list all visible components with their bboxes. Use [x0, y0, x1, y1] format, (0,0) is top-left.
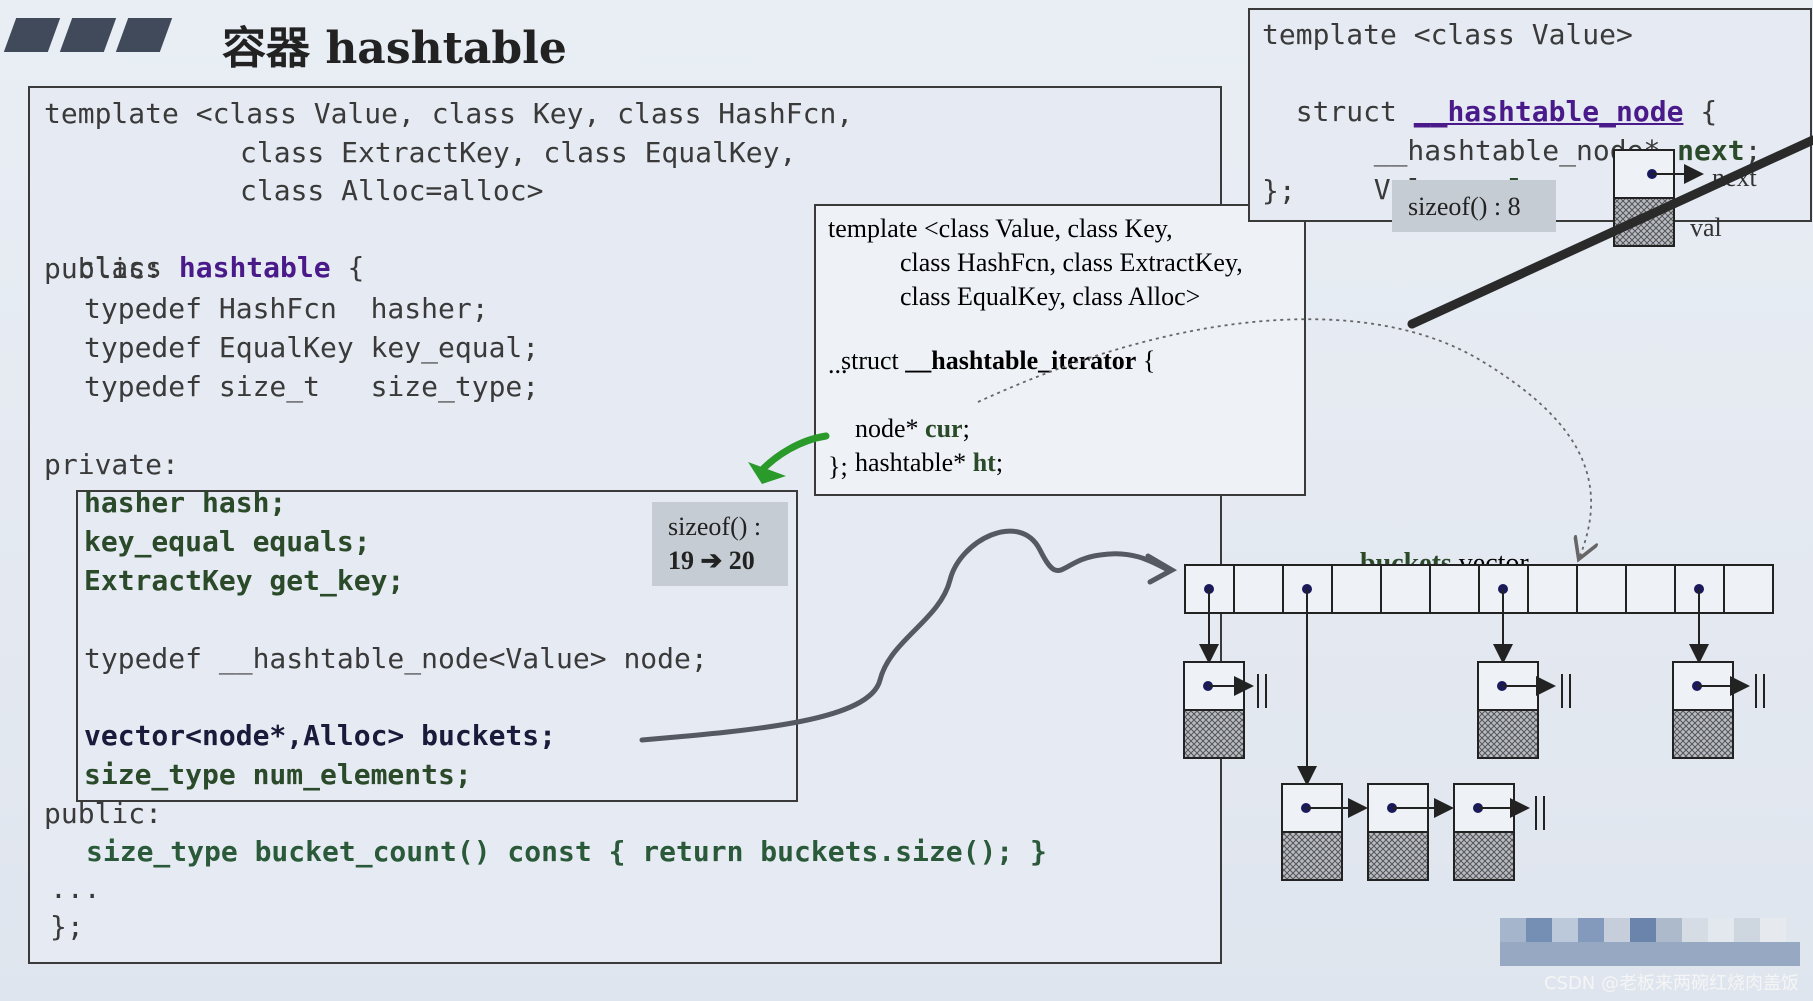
code-line: private: [44, 448, 179, 481]
code-line: public: [44, 252, 163, 285]
watermark-text: CSDN @老板来两碗红烧肉盖饭 [1543, 973, 1799, 994]
code-line: class ExtractKey, class EqualKey, [240, 136, 797, 169]
node [1453, 783, 1545, 881]
legend-val-label: val [1690, 213, 1722, 242]
sizeof-badge: sizeof() : 19 ➔ 20 [652, 502, 788, 586]
keyword: class [77, 251, 163, 284]
node-sizeof-label: sizeof() : 8 [1408, 192, 1521, 221]
member-next: next [1677, 134, 1745, 167]
brace: { [1142, 346, 1156, 375]
iterator-line: node* cur; [855, 414, 970, 443]
code-line: class hashtable { [44, 211, 365, 287]
page-title: 容器 hashtable [222, 23, 567, 74]
brace: { [1700, 95, 1718, 128]
type: hashtable* [855, 448, 967, 477]
iterator-code-panel [814, 204, 1306, 496]
code-line: struct __hashtable_node { [1262, 55, 1717, 131]
node [1672, 661, 1765, 759]
type: __hashtable_node* [1373, 134, 1661, 167]
dotted-curve [977, 318, 1591, 556]
code-line: }; [50, 910, 84, 943]
struct-name: __hashtable_iterator [905, 346, 1137, 375]
sizeof-label: sizeof() : [668, 512, 762, 541]
code-line: vector<node*,Alloc> buckets; [84, 719, 557, 752]
code-line: template <class Value, class Key, class … [44, 97, 854, 130]
brace: { [347, 251, 365, 284]
type: node* [855, 414, 919, 443]
iterator-line: ... [828, 350, 848, 379]
pointer-stick [1407, 135, 1813, 329]
code-line: __hashtable_node* next; [1373, 134, 1762, 167]
code-line: typedef EqualKey key_equal; [84, 331, 540, 364]
node-sizeof-badge: sizeof() : 8 [1392, 180, 1556, 232]
sizeof-from: 19 [668, 546, 694, 575]
sizeof-to: 20 [728, 546, 755, 575]
node [1281, 783, 1368, 881]
node [1183, 661, 1267, 759]
node [1477, 661, 1571, 759]
handdrawn-arrow-head [1145, 553, 1178, 585]
bucket-vector [1184, 564, 1774, 614]
code-line: class Alloc=alloc> [240, 174, 544, 207]
iterator-line: template <class Value, class Key, [828, 214, 1173, 243]
code-line: size_type bucket_count() const { return … [86, 835, 1047, 868]
handdrawn-arrow [639, 528, 1171, 743]
bucket-pointers [1199, 589, 1709, 786]
code-line: typedef HashFcn hasher; [84, 292, 489, 325]
sizeof-values: 19 ➔ 20 [668, 546, 755, 576]
member-ht: ht [972, 448, 996, 477]
keyword: struct [1295, 95, 1397, 128]
code-line: ... [50, 872, 101, 905]
iterator-line: hashtable* ht; [855, 448, 1004, 477]
iterator-line: class HashFcn, class ExtractKey, [900, 248, 1243, 277]
code-line: typedef size_t size_type; [84, 370, 540, 403]
code-line: hasher hash; [84, 486, 287, 519]
code-line: public: [44, 797, 163, 830]
code-line: ExtractKey get_key; [84, 564, 405, 597]
green-arrow-head [748, 462, 786, 484]
code-line: typedef __hashtable_node<Value> node; [84, 642, 708, 675]
class-name: hashtable [178, 251, 331, 284]
code-line: template <class Value> [1262, 18, 1633, 51]
private-members-box [76, 490, 798, 802]
iterator-line: class EqualKey, class Alloc> [900, 282, 1201, 311]
arrow-right-icon: ➔ [700, 546, 723, 575]
node [1367, 783, 1454, 881]
iterator-line: struct __hashtable_iterator { [828, 316, 1155, 376]
member-cur: cur [925, 414, 963, 443]
code-line: key_equal equals; [84, 525, 371, 558]
green-arrow [756, 432, 830, 476]
iterator-line: }; [828, 452, 848, 481]
keyword: struct [841, 346, 899, 375]
blurred-watermark-block [1500, 918, 1800, 966]
struct-name: __hashtable_node [1413, 95, 1684, 128]
code-line: }; [1262, 174, 1296, 207]
code-line: size_type num_elements; [84, 758, 472, 791]
